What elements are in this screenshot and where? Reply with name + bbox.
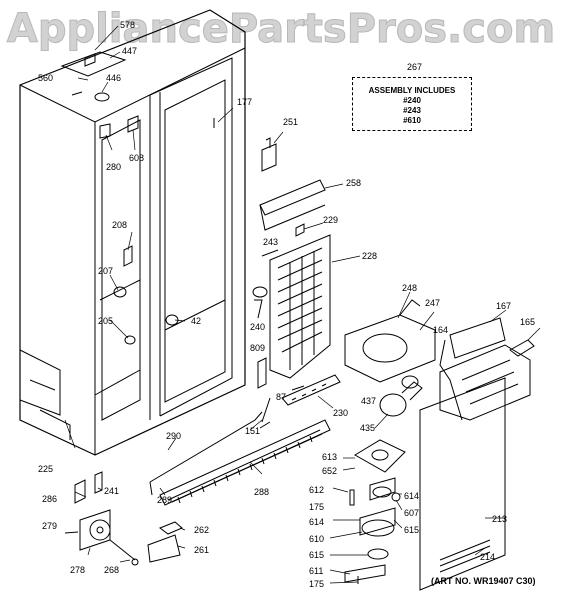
- part-label: 615: [404, 525, 420, 535]
- part-label: 608: [129, 153, 145, 163]
- part-label: 447: [122, 46, 138, 56]
- part-label: 560: [38, 73, 54, 83]
- leader-lines-left: [64, 25, 234, 449]
- part-label: 225: [38, 464, 54, 474]
- part-label: 241: [104, 486, 120, 496]
- part-label: 809: [250, 343, 266, 353]
- part-label: 652: [322, 466, 338, 476]
- part-label: 229: [323, 215, 339, 225]
- grille-288: [159, 419, 331, 506]
- tube-290: [149, 411, 263, 496]
- part-label: 280: [106, 162, 122, 172]
- part-label: 613: [322, 452, 338, 462]
- part-label: 87: [276, 392, 287, 402]
- part-label: 289: [157, 495, 173, 505]
- part-label: 248: [402, 283, 418, 293]
- part-151: [259, 421, 271, 429]
- part-label: 612: [309, 485, 325, 495]
- part-240-809: [252, 286, 305, 423]
- assembly-title: ASSEMBLY INCLUDES: [368, 86, 456, 95]
- part-label: 165: [520, 317, 536, 327]
- art-number: (ART NO. WR19407 C30): [431, 576, 536, 586]
- case-small-parts: [113, 118, 215, 345]
- part-label: 610: [309, 534, 325, 544]
- part-label: 286: [42, 494, 58, 504]
- roller-assembly: [64, 509, 139, 566]
- part-label: 446: [106, 73, 122, 83]
- assembly-item: #243: [403, 106, 421, 115]
- part-label: 290: [166, 431, 182, 441]
- fan-assembly-248: [344, 291, 436, 383]
- part-label: 435: [360, 423, 376, 433]
- part-label: 240: [250, 322, 266, 332]
- assembly-item: #240: [403, 96, 421, 105]
- assembly-item: #610: [403, 116, 421, 125]
- part-label: 207: [98, 266, 114, 276]
- part-label: 205: [98, 316, 114, 326]
- bracket-261: [147, 521, 186, 563]
- part-label: 230: [333, 408, 349, 418]
- assembly-number: 267: [407, 62, 423, 72]
- part-label: 437: [361, 396, 377, 406]
- evaporator-228: [261, 222, 361, 379]
- part-label: 615: [309, 550, 325, 560]
- part-label: 258: [346, 178, 362, 188]
- part-label: 214: [480, 552, 496, 562]
- part-251: [261, 131, 284, 172]
- assembly-box: ASSEMBLY INCLUDES #240 #243 #610: [352, 77, 472, 131]
- part-label: 607: [404, 508, 420, 518]
- housing-165: [439, 309, 541, 421]
- part-label: 167: [496, 301, 512, 311]
- part-label: 261: [194, 545, 210, 555]
- part-label: 175: [309, 579, 325, 589]
- part-label: 247: [425, 298, 441, 308]
- cover-258: [259, 179, 344, 231]
- rear-panel-213: [419, 377, 506, 591]
- part-label: 578: [120, 20, 136, 30]
- part-label: 614: [404, 491, 420, 501]
- part-label: 213: [492, 514, 508, 524]
- part-label: 611: [309, 566, 324, 576]
- part-label: 288: [254, 487, 270, 497]
- fan-motor-parts: [329, 439, 406, 584]
- top-hinge: [60, 51, 139, 139]
- light-bulb-435: [374, 375, 423, 429]
- part-label: 177: [237, 97, 253, 107]
- part-label: 175: [309, 502, 325, 512]
- part-label: 42: [191, 316, 202, 326]
- part-label: 614: [309, 517, 325, 527]
- part-label: 208: [112, 220, 128, 230]
- part-label: 251: [283, 117, 299, 127]
- refrigerator-case: [19, 9, 246, 456]
- part-label: 279: [42, 521, 58, 531]
- part-label: 151: [245, 426, 261, 436]
- part-286: [74, 471, 103, 504]
- part-label: 228: [362, 251, 378, 261]
- part-label: 278: [70, 565, 86, 575]
- part-label: 243: [263, 237, 279, 247]
- part-label: 164: [433, 325, 449, 335]
- part-label: 268: [104, 565, 120, 575]
- part-label: 262: [194, 525, 210, 535]
- rail-230: [281, 374, 341, 409]
